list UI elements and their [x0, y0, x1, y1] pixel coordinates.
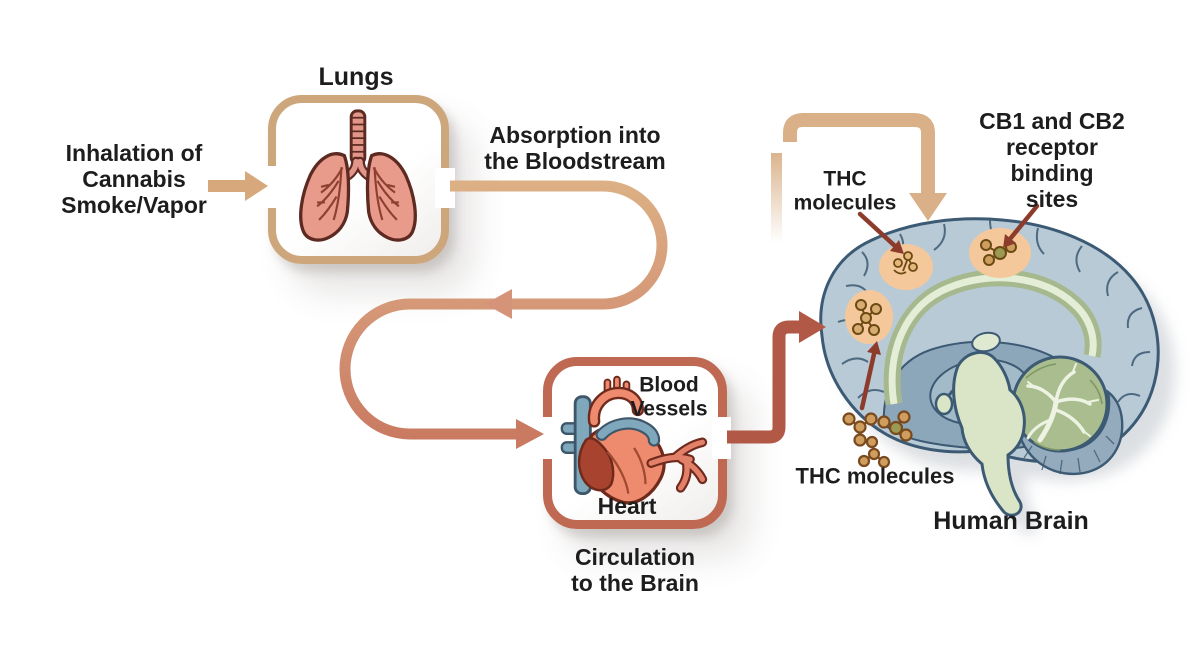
- inhalation-label: Inhalation of Cannabis Smoke/Vapor: [61, 140, 207, 218]
- cb-receptor-sites-label: CB1 and CB2 receptor binding sites: [979, 108, 1125, 212]
- thc-molecules-top-label: THC molecules: [793, 167, 897, 214]
- thc-top-pointer-arrow: [857, 211, 904, 254]
- receptor-site-blob: [845, 228, 1031, 344]
- thc-molecule-icon: [842, 410, 913, 469]
- lungs-label: Lungs: [318, 62, 394, 91]
- absorption-label: Absorption into the Bloodstream: [484, 122, 666, 174]
- lungs-icon: [299, 109, 417, 242]
- lungs-box-left-gap: [262, 166, 280, 208]
- heart-to-brain-arrow: [727, 311, 826, 444]
- lungs-box: [268, 95, 449, 264]
- fading-trail: [771, 153, 782, 243]
- brain-shadow: [837, 237, 1176, 535]
- circulation-label: Circulation to the Brain: [571, 544, 699, 596]
- thc-molecules-bottom-label: THC molecules: [795, 463, 955, 489]
- thc-bottom-pointer-arrow: [859, 341, 881, 411]
- inhalation-arrow: [208, 171, 268, 201]
- blood-vessels-label: Blood Vessels: [630, 373, 708, 420]
- lungs-box-right-gap: [435, 168, 455, 208]
- flow-mid-arrowhead: [485, 289, 512, 319]
- cortex-gyri: [837, 219, 1151, 433]
- human-brain-label: Human Brain: [933, 506, 1089, 535]
- arbor-vitae: [1026, 363, 1099, 443]
- cb-pointer-arrow: [1003, 203, 1040, 248]
- thc-molecule-icon: [852, 239, 1017, 336]
- heart-box-left-gap: [537, 417, 556, 459]
- heart-label: Heart: [597, 493, 657, 520]
- heart-box-right-gap: [712, 417, 731, 459]
